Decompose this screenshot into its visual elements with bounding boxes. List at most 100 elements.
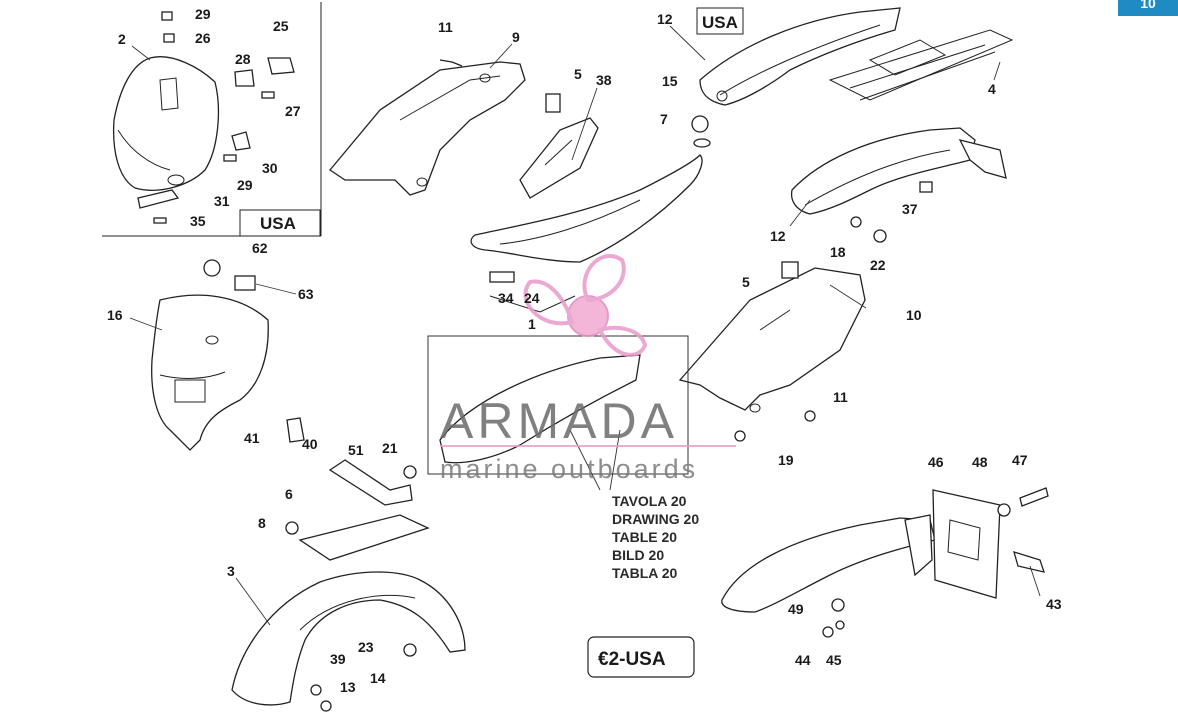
callout-49: 49 bbox=[788, 601, 804, 617]
tail-section bbox=[790, 127, 1007, 215]
callout-16: 16 bbox=[107, 307, 123, 323]
table-ref-es: TABLA 20 bbox=[612, 565, 678, 581]
nut-39 bbox=[310, 684, 322, 696]
callout-46: 46 bbox=[928, 454, 944, 470]
clip-5-right bbox=[781, 261, 799, 279]
clip-5 bbox=[545, 93, 561, 113]
callout-62: 62 bbox=[252, 240, 268, 256]
table-ref-fr: TABLE 20 bbox=[612, 529, 677, 545]
screw-18 bbox=[850, 216, 862, 228]
callout-48: 48 bbox=[972, 454, 988, 470]
reflector-43 bbox=[1013, 551, 1045, 573]
nut-49 bbox=[831, 598, 845, 612]
callout-40: 40 bbox=[302, 436, 318, 452]
bolt-47 bbox=[1019, 487, 1049, 507]
screw-8 bbox=[285, 521, 299, 535]
callout-7: 7 bbox=[660, 111, 668, 127]
callout-38: 38 bbox=[596, 72, 612, 88]
usa-label-tail: USA bbox=[702, 13, 738, 32]
callout-1: 1 bbox=[528, 316, 536, 332]
callout-9: 9 bbox=[512, 29, 520, 45]
clip-37 bbox=[919, 181, 933, 193]
callout-41: 41 bbox=[244, 430, 260, 446]
callout-3: 3 bbox=[227, 563, 235, 579]
callout-13: 13 bbox=[340, 679, 356, 695]
callout-35: 35 bbox=[190, 213, 206, 229]
side-panel-left bbox=[329, 61, 526, 196]
table-ref-it: TAVOLA 20 bbox=[612, 493, 687, 509]
callout-4: 4 bbox=[988, 81, 996, 97]
callout-11a: 11 bbox=[438, 19, 453, 35]
callout-27: 27 bbox=[285, 103, 301, 119]
table-ref-de: BILD 20 bbox=[612, 547, 664, 563]
callout-8: 8 bbox=[258, 515, 266, 531]
callout-22: 22 bbox=[870, 257, 886, 273]
leader-lines bbox=[129, 25, 1041, 626]
screw-22 bbox=[873, 229, 887, 243]
side-cover-small bbox=[519, 117, 599, 199]
front-mudguard bbox=[231, 571, 466, 706]
nut-44 bbox=[822, 626, 834, 638]
callout-45: 45 bbox=[826, 652, 842, 668]
callout-2: 2 bbox=[118, 31, 126, 47]
callout-28: 28 bbox=[235, 51, 251, 67]
front-mud-bracket bbox=[298, 459, 430, 561]
callout-30: 30 bbox=[262, 160, 278, 176]
callout-43: 43 bbox=[1046, 596, 1062, 612]
callout-29a: 29 bbox=[195, 6, 211, 22]
rear-frame bbox=[828, 29, 1014, 101]
callout-31: 31 bbox=[214, 193, 230, 209]
table-ref-en: DRAWING 20 bbox=[612, 511, 699, 527]
callout-25: 25 bbox=[273, 18, 289, 34]
clamp-40 bbox=[286, 417, 305, 443]
nut-13 bbox=[320, 700, 332, 712]
tail-section-usa bbox=[699, 7, 901, 106]
license-plate-holder bbox=[932, 489, 1001, 599]
callout-6: 6 bbox=[285, 486, 293, 502]
page-number-tab: 10 bbox=[1118, 0, 1178, 16]
screw-19 bbox=[734, 430, 746, 442]
callout-37: 37 bbox=[902, 201, 918, 217]
table-reference-frame bbox=[427, 335, 689, 475]
callout-24: 24 bbox=[524, 290, 540, 306]
callout-34: 34 bbox=[498, 290, 514, 306]
side-panel-right bbox=[678, 267, 866, 413]
screw-11-top bbox=[439, 59, 463, 67]
callout-18: 18 bbox=[830, 244, 846, 260]
headlight-fairing-usa bbox=[112, 56, 220, 191]
callout-5b: 5 bbox=[742, 274, 750, 290]
rear-mudguard bbox=[721, 514, 936, 613]
callout-15: 15 bbox=[662, 73, 678, 89]
screw-14 bbox=[403, 643, 417, 657]
callout-19: 19 bbox=[778, 452, 794, 468]
callout-5a: 5 bbox=[574, 66, 582, 82]
callout-11b: 11 bbox=[833, 389, 848, 405]
callout-26: 26 bbox=[195, 30, 211, 46]
callout-12a: 12 bbox=[657, 11, 673, 27]
callout-12b: 12 bbox=[770, 228, 786, 244]
washer-7 bbox=[693, 138, 711, 148]
watermark-logo: ARMADA marine outboards bbox=[440, 254, 736, 484]
seat bbox=[470, 154, 703, 313]
watermark-tagline: marine outboards bbox=[440, 454, 698, 484]
callout-47: 47 bbox=[1012, 452, 1028, 468]
callout-21: 21 bbox=[382, 440, 398, 456]
front-fairing bbox=[151, 294, 269, 451]
callout-63: 63 bbox=[298, 286, 314, 302]
watermark-brand: ARMADA bbox=[440, 393, 678, 449]
screw-11-right bbox=[804, 410, 816, 422]
bracket-63 bbox=[234, 275, 256, 291]
fastener-15 bbox=[691, 115, 709, 133]
inset-brackets bbox=[137, 11, 295, 224]
callout-51: 51 bbox=[348, 442, 364, 458]
callout-44: 44 bbox=[795, 652, 811, 668]
callout-23: 23 bbox=[358, 639, 374, 655]
washer-45 bbox=[835, 620, 845, 630]
washer-48 bbox=[997, 503, 1011, 517]
callout-29b: 29 bbox=[237, 177, 253, 193]
variant-badge: €2-USA bbox=[598, 649, 666, 670]
usa-inset-frame bbox=[102, 2, 322, 237]
callout-14: 14 bbox=[370, 670, 386, 686]
callout-39: 39 bbox=[330, 651, 346, 667]
